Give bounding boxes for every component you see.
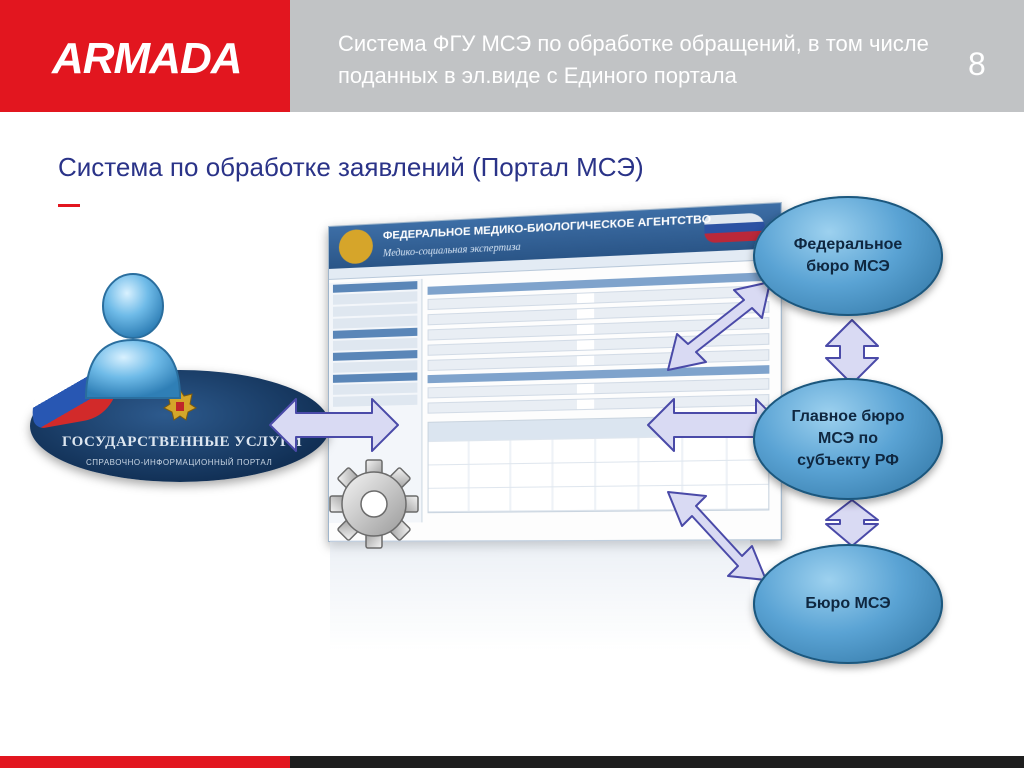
main-bureau-node: Главное бюро МСЭ по субъекту РФ bbox=[753, 378, 943, 500]
arrow-gos-portal bbox=[269, 398, 399, 452]
bureau-label: Бюро МСЭ bbox=[805, 595, 891, 612]
gosuslugi-title: ГОСУДАРСТВЕННЫЕ УСЛУГИ bbox=[62, 434, 303, 450]
user-icon bbox=[84, 273, 182, 399]
slide-header-title: Система ФГУ МСЭ по обработке обращений, … bbox=[338, 31, 929, 88]
subtitle-dash bbox=[58, 204, 80, 207]
main-bureau-label: Главное бюро МСЭ по субъекту РФ bbox=[791, 408, 905, 469]
federal-bureau-label: Федеральное бюро МСЭ bbox=[793, 236, 903, 275]
arrow-main-bureau bbox=[825, 499, 879, 547]
slide-footer-accent bbox=[0, 756, 290, 768]
bureau-node: Бюро МСЭ bbox=[753, 544, 943, 664]
arrow-federal-main bbox=[825, 319, 879, 385]
federal-bureau-node: Федеральное бюро МСЭ bbox=[753, 196, 943, 316]
gear-icon bbox=[329, 459, 419, 549]
logo-area: ARMADA bbox=[0, 0, 290, 112]
gosuslugi-subtitle: СПРАВОЧНО-ИНФОРМАЦИОННЫЙ ПОРТАЛ bbox=[86, 458, 273, 467]
arrow-portal-federal bbox=[667, 281, 771, 371]
portal-reflection bbox=[330, 540, 750, 650]
slide-subtitle: Система по обработке заявлений (Портал М… bbox=[58, 152, 644, 182]
arrow-portal-bureau bbox=[667, 491, 767, 581]
slide-header: ARMADA Система ФГУ МСЭ по обработке обра… bbox=[0, 0, 1024, 112]
armada-logo: ARMADA bbox=[52, 34, 243, 83]
page-number: 8 bbox=[968, 46, 986, 82]
